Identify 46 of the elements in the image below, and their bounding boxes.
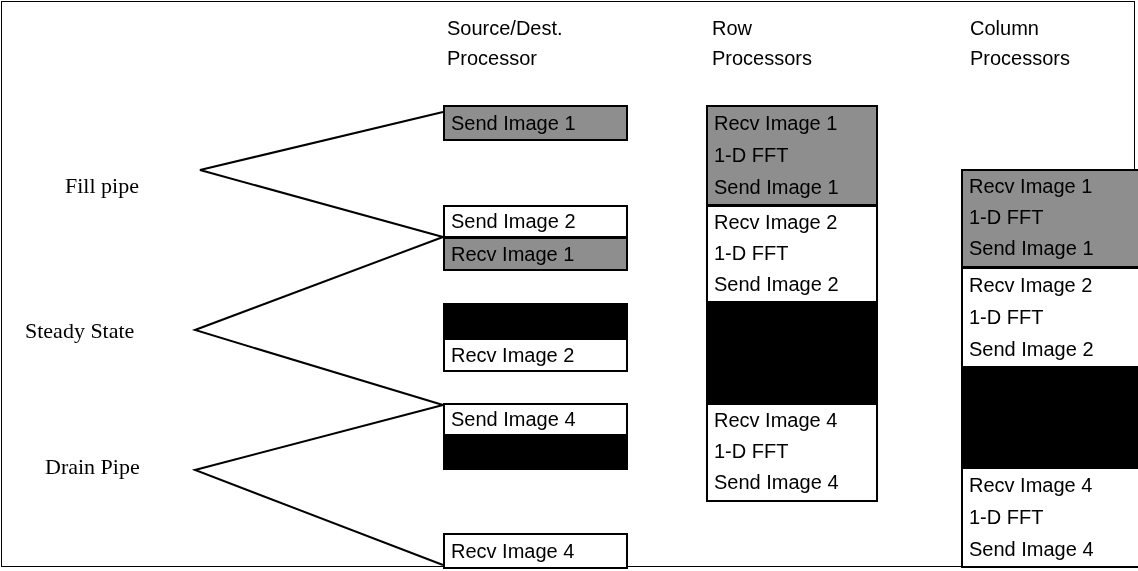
task-box: [706, 403, 878, 502]
idle-block: [706, 302, 878, 404]
task-box: [961, 467, 1138, 568]
shaded-task-box: [961, 169, 1138, 268]
task-box: [443, 533, 628, 569]
column-header: Column Processors: [970, 16, 1072, 71]
task-text: Send Image 2: [969, 337, 1095, 362]
task-text: Recv Image 1: [451, 242, 576, 267]
task-text: Recv Image 2: [969, 273, 1094, 298]
shaded-task-box: [443, 237, 628, 271]
task-text: 1-D FFT: [969, 305, 1045, 330]
task-box: [961, 267, 1138, 368]
task-box: [443, 403, 628, 436]
idle-block: [443, 435, 628, 470]
task-text: Recv Image 2: [714, 210, 839, 235]
task-text: Recv Image 2: [451, 343, 576, 368]
idle-block: [443, 303, 628, 339]
task-text: Send Image 4: [714, 470, 840, 495]
task-text: Send Image 1: [451, 111, 577, 136]
phase-label: Steady State: [25, 317, 136, 345]
task-text: Recv Image 4: [714, 408, 839, 433]
task-text: 1-D FFT: [714, 439, 790, 464]
task-box: [443, 338, 628, 372]
task-text: Send Image 1: [969, 236, 1095, 261]
task-text: Recv Image 4: [969, 473, 1094, 498]
task-text: 1-D FFT: [969, 505, 1045, 530]
task-text: Recv Image 1: [969, 174, 1094, 199]
column-header: Row Processors: [712, 16, 814, 71]
column-header: Source/Dest. Processor: [447, 16, 564, 71]
phase-label: Drain Pipe: [45, 453, 141, 481]
shaded-task-box: [706, 105, 878, 206]
shaded-task-box: [443, 105, 628, 141]
task-text: Send Image 4: [451, 407, 577, 432]
task-text: Recv Image 1: [714, 111, 839, 136]
task-text: Send Image 2: [714, 272, 840, 297]
task-text: Send Image 1: [714, 175, 840, 200]
task-text: 1-D FFT: [969, 205, 1045, 230]
task-text: Send Image 2: [451, 209, 577, 234]
task-box: [443, 205, 628, 238]
task-text: 1-D FFT: [714, 241, 790, 266]
phase-label: Fill pipe: [65, 172, 140, 200]
task-box: [706, 205, 878, 303]
task-text: 1-D FFT: [714, 143, 790, 168]
task-text: Recv Image 4: [451, 539, 576, 564]
task-text: Send Image 4: [969, 537, 1095, 562]
idle-block: [961, 367, 1138, 468]
